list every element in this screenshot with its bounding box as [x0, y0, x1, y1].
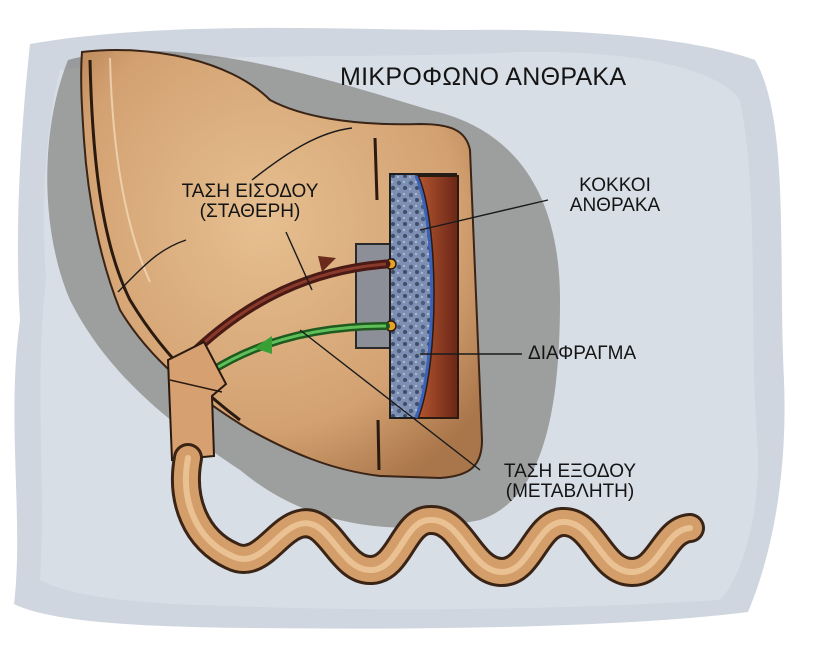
label-input-voltage: ΤΑΣΗ ΕΙΣΟΔΟΥ (ΣΤΑΘΕΡΗ)	[140, 182, 360, 222]
label-output-voltage: ΤΑΣΗ ΕΞΟΔΟΥ (ΜΕΤΑΒΛΗΤΗ)	[465, 462, 675, 502]
diagram-title: ΜΙΚΡΟΦΩΝΟ ΑΝΘΡΑΚΑ	[340, 64, 626, 90]
label-input-voltage-line1: ΤΑΣΗ ΕΙΣΟΔΟΥ	[140, 182, 360, 202]
label-diaphragm: ΔΙΑΦΡΑΓΜΑ	[528, 344, 636, 364]
label-output-voltage-line1: ΤΑΣΗ ΕΞΟΔΟΥ	[465, 462, 675, 482]
label-carbon-granules: ΚΟΚΚΟΙ ΑΝΘΡΑΚΑ	[535, 176, 695, 216]
label-carbon-granules-line2: ΑΝΘΡΑΚΑ	[535, 196, 695, 216]
label-carbon-granules-line1: ΚΟΚΚΟΙ	[535, 176, 695, 196]
label-output-voltage-line2: (ΜΕΤΑΒΛΗΤΗ)	[465, 482, 675, 502]
label-input-voltage-line2: (ΣΤΑΘΕΡΗ)	[140, 202, 360, 222]
